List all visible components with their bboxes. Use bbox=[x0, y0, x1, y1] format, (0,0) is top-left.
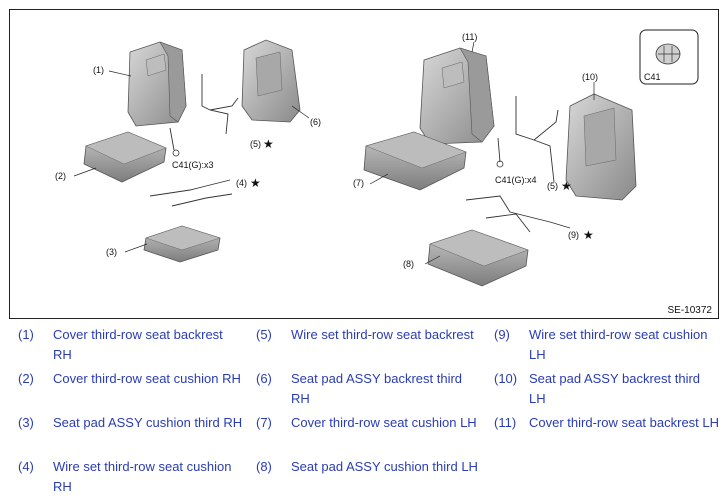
legend-text: Seat pad ASSY cushion third LH bbox=[291, 459, 478, 474]
legend-text: Wire set third-row seat cushion LH bbox=[529, 327, 708, 362]
clip-label-right: C41(G):x4 bbox=[495, 175, 537, 185]
cushion-cover-lh-part bbox=[363, 131, 467, 191]
callout-11: (11) bbox=[462, 32, 477, 42]
figure-id: SE-10372 bbox=[667, 305, 712, 316]
clip-label-left: C41(G):x3 bbox=[172, 160, 214, 170]
legend-text: Seat pad ASSY backrest third RH bbox=[291, 371, 463, 406]
legend-number: (8) bbox=[256, 459, 272, 474]
legend-number: (5) bbox=[256, 327, 272, 342]
diagram-drawing: (1) (2) (3) (4) ★ (5) ★ (6) (7) (8) (9) … bbox=[55, 29, 699, 287]
callout-10: (10) bbox=[582, 72, 598, 82]
callout-5-rh-star: ★ bbox=[263, 137, 274, 151]
legend-text: Seat pad ASSY backrest third LH bbox=[529, 371, 701, 406]
callout-5-lh-star: ★ bbox=[561, 179, 572, 193]
callout-7: (7) bbox=[353, 178, 364, 188]
legend-number: (6) bbox=[256, 371, 272, 386]
callout-4-star: ★ bbox=[250, 176, 261, 190]
legend-number: (1) bbox=[18, 327, 34, 342]
cushion-pad-lh-part bbox=[427, 229, 529, 287]
leader-lines bbox=[73, 41, 595, 265]
legend-number: (4) bbox=[18, 459, 34, 474]
legend-text: Wire set third-row seat cushion RH bbox=[53, 459, 232, 494]
clip-inset-box bbox=[639, 29, 699, 85]
backrest-pad-rh-part bbox=[241, 39, 301, 123]
legend-text: Cover third-row seat cushion RH bbox=[53, 371, 241, 386]
legend-number: (9) bbox=[494, 327, 510, 342]
legend-number: (11) bbox=[494, 415, 517, 430]
cushion-cover-rh-part bbox=[83, 131, 167, 183]
legend-number: (3) bbox=[18, 415, 34, 430]
cushion-pad-rh-part bbox=[143, 225, 221, 263]
legend-text: Cover third-row seat cushion LH bbox=[291, 415, 477, 430]
backrest-cover-lh-part bbox=[419, 47, 495, 145]
callout-6: (6) bbox=[310, 117, 321, 127]
callout-5-lh: (5) bbox=[547, 181, 558, 191]
backrest-pad-lh-part bbox=[565, 93, 637, 201]
callout-4: (4) bbox=[236, 178, 247, 188]
legend-number: (7) bbox=[256, 415, 272, 430]
legend-text: Seat pad ASSY cushion third RH bbox=[53, 415, 243, 430]
callout-3: (3) bbox=[106, 247, 117, 257]
callout-1: (1) bbox=[93, 65, 104, 75]
legend-text: Cover third-row seat backrest RH bbox=[53, 327, 223, 362]
legend-number: (2) bbox=[18, 371, 34, 386]
callout-9-star: ★ bbox=[583, 228, 594, 242]
wire-sets-rh bbox=[149, 74, 239, 207]
callout-9: (9) bbox=[568, 230, 579, 240]
wire-sets-lh bbox=[465, 96, 571, 233]
legend-text: Cover third-row seat backrest LH bbox=[529, 415, 720, 430]
legend-text: Wire set third-row seat backrest bbox=[291, 327, 474, 342]
callout-8: (8) bbox=[403, 259, 414, 269]
backrest-cover-rh-part bbox=[127, 41, 187, 127]
callout-5-rh: (5) bbox=[250, 139, 261, 149]
exploded-diagram: (1) (2) (3) (4) ★ (5) ★ (6) (7) (8) (9) … bbox=[9, 9, 719, 319]
legend-number: (10) bbox=[494, 371, 518, 386]
clip-inset-label: C41 bbox=[644, 72, 661, 82]
callout-2: (2) bbox=[55, 171, 66, 181]
